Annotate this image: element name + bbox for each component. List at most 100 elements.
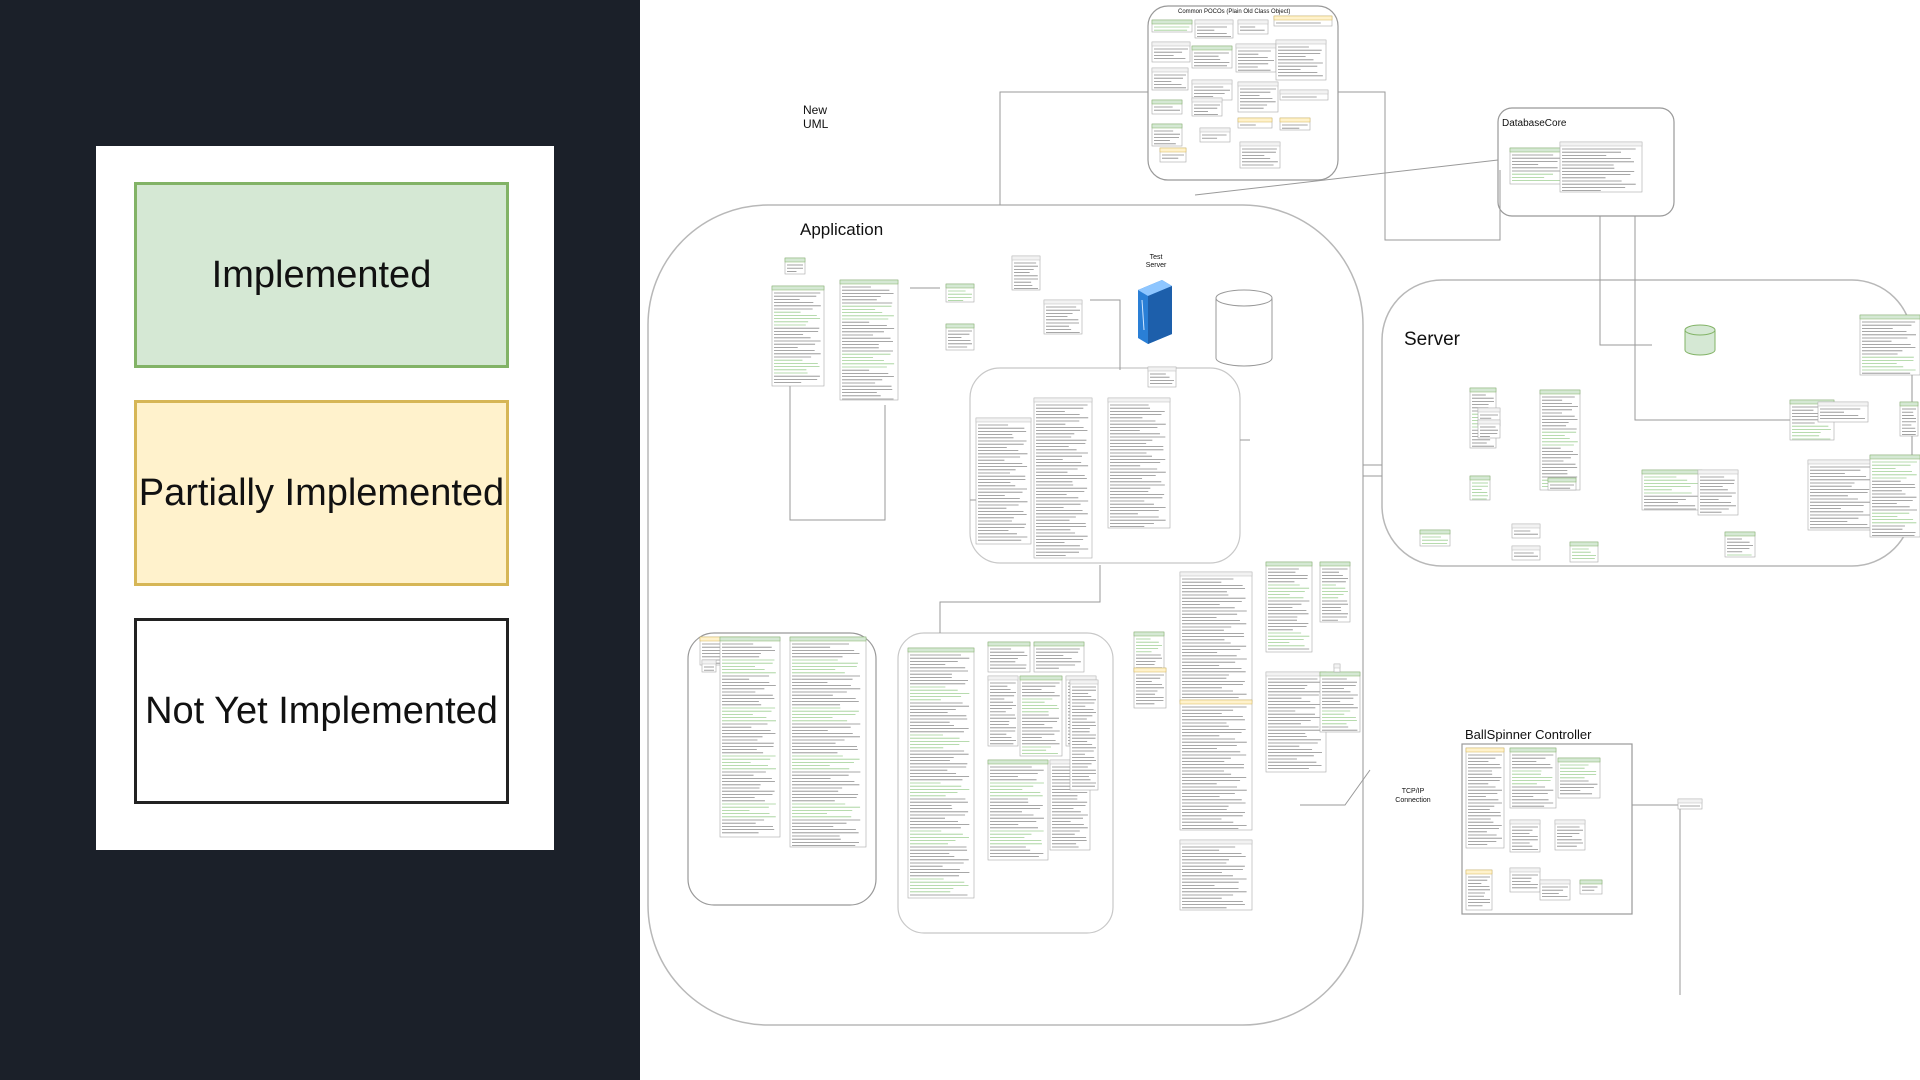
diagram-canvas: New UML Common POCOs (Plain Old Class Ob…	[640, 0, 1920, 1080]
uml-class-box	[1033, 397, 1093, 559]
uml-class-box	[1265, 671, 1327, 773]
subgroup-mid	[969, 367, 1241, 564]
uml-class-box	[1194, 19, 1234, 39]
database-core-group	[1497, 107, 1675, 217]
uml-class-box	[907, 647, 975, 899]
uml-class-box	[1191, 79, 1233, 101]
uml-class-box	[987, 759, 1049, 861]
uml-class-box	[1569, 541, 1599, 563]
uml-class-box	[1465, 747, 1505, 849]
uml-class-box	[1677, 798, 1703, 810]
server-icon	[1138, 280, 1172, 344]
uml-class-box	[1191, 45, 1233, 69]
uml-class-box	[1641, 469, 1703, 511]
label-test-server: Test Server	[1145, 254, 1167, 270]
subgroup-left-bottom	[687, 632, 877, 906]
uml-class-box	[1509, 147, 1569, 185]
uml-class-box	[701, 659, 717, 673]
server-database-icon	[1684, 324, 1716, 356]
uml-class-box	[1199, 127, 1231, 143]
uml-class-box	[1191, 97, 1223, 117]
group-label-ballspinner: BallSpinner Controller	[1465, 727, 1592, 742]
uml-class-box	[945, 323, 975, 351]
uml-class-box	[1237, 117, 1273, 129]
group-label-database-core: DatabaseCore	[1502, 118, 1567, 129]
subgroup-center-bottom	[897, 632, 1114, 934]
legend-card: Implemented Partially Implemented Not Ye…	[96, 146, 554, 850]
uml-class-boxes	[699, 15, 1920, 911]
uml-class-box	[1159, 147, 1187, 163]
uml-class-box	[1279, 117, 1311, 131]
uml-class-box	[1469, 475, 1491, 501]
uml-class-box	[1179, 571, 1253, 703]
uml-class-box	[945, 283, 975, 303]
legend-panel: Implemented Partially Implemented Not Ye…	[0, 0, 640, 1080]
uml-class-box	[1477, 419, 1501, 439]
uml-class-box	[1237, 81, 1279, 113]
note-new-uml: New UML	[803, 103, 829, 132]
uml-class-box	[1239, 141, 1281, 169]
uml-class-box	[1235, 43, 1277, 73]
uml-class-box	[1033, 641, 1085, 673]
uml-class-box	[1511, 545, 1541, 561]
uml-class-box	[1107, 397, 1171, 529]
uml-class-box	[1554, 819, 1586, 851]
uml-class-box	[1419, 529, 1451, 547]
uml-class-box	[1179, 699, 1253, 831]
uml-class-box	[1151, 19, 1193, 33]
uml-class-box	[1724, 531, 1756, 558]
group-label-common-pocos: Common POCOs (Plain Old Class Object)	[1178, 9, 1291, 15]
uml-class-box	[1697, 469, 1739, 516]
connectors	[789, 91, 1835, 995]
uml-class-box	[1069, 679, 1099, 791]
uml-class-box	[987, 641, 1031, 673]
uml-class-box	[839, 279, 899, 401]
uml-class-box	[1151, 41, 1191, 63]
uml-class-box	[1179, 839, 1253, 911]
uml-class-box	[1509, 747, 1557, 809]
uml-class-box	[975, 417, 1032, 545]
uml-class-box	[1151, 99, 1183, 115]
uml-class-box	[1859, 314, 1920, 376]
uml-class-box	[1147, 366, 1177, 388]
uml-class-box	[1465, 869, 1493, 911]
uml-class-box	[1817, 401, 1869, 423]
uml-class-box	[1807, 459, 1877, 531]
legend-not-yet-implemented: Not Yet Implemented	[134, 618, 509, 804]
uml-class-box	[987, 675, 1019, 747]
group-label-application: Application	[800, 220, 884, 239]
uml-class-box	[1275, 39, 1327, 81]
uml-class-box	[1019, 675, 1063, 757]
label-tcp-connection: TCP/IP Connection	[1395, 788, 1431, 805]
uml-class-box	[1151, 67, 1189, 91]
uml-class-box	[719, 636, 781, 838]
application-group	[647, 204, 1364, 1026]
uml-class-box	[1899, 401, 1919, 437]
uml-class-box	[784, 257, 806, 275]
uml-class-box	[1509, 819, 1541, 853]
uml-class-box	[1509, 867, 1541, 893]
uml-class-box	[1273, 15, 1333, 27]
uml-class-box	[1319, 671, 1361, 733]
uml-class-box	[1237, 19, 1269, 35]
uml-class-box	[1265, 561, 1313, 653]
legend-implemented: Implemented	[134, 182, 509, 368]
uml-class-box	[1333, 663, 1341, 673]
uml-class-box	[1539, 389, 1581, 491]
uml-class-box	[1043, 299, 1083, 335]
ballspinner-group	[1461, 743, 1633, 915]
uml-diagram	[647, 5, 1920, 1026]
uml-class-box	[771, 285, 825, 387]
uml-class-box	[1133, 667, 1167, 709]
uml-class-box	[1279, 89, 1329, 101]
uml-class-box	[1133, 631, 1165, 673]
group-label-server: Server	[1404, 329, 1460, 350]
uml-class-box	[1539, 879, 1571, 901]
common-pocos-group	[1147, 5, 1339, 181]
uml-class-box	[1151, 123, 1183, 147]
uml-class-box	[1869, 454, 1920, 538]
legend-partially-implemented: Partially Implemented	[134, 400, 509, 586]
uml-class-box	[1011, 255, 1041, 291]
uml-class-box	[1319, 561, 1351, 623]
uml-class-box	[1557, 757, 1601, 799]
